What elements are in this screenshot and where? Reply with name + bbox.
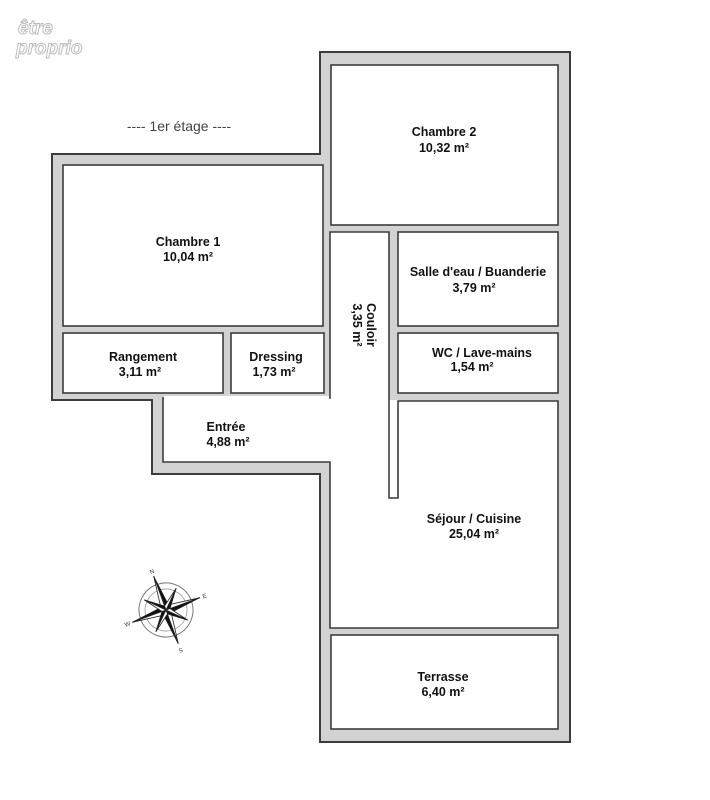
room-area: 10,32 m² [419, 141, 469, 155]
corridor-lower-space [330, 400, 398, 498]
compass-s: S [178, 648, 184, 655]
entry-top-opening [164, 396, 329, 401]
room-terrasse [330, 634, 559, 730]
room-name: Séjour / Cuisine [427, 512, 522, 526]
room-chambre-2 [330, 64, 559, 226]
label-sejour: Séjour / Cuisine 25,04 m² [427, 512, 522, 541]
room-area: 3,11 m² [119, 365, 161, 379]
room-chambre-1 [62, 164, 324, 327]
room-name: Rangement [109, 350, 178, 364]
label-salle-eau: Salle d'eau / Buanderie 3,79 m² [410, 265, 546, 295]
corridor-junction [331, 399, 388, 469]
room-name: Chambre 2 [412, 125, 477, 139]
label-dressing: Dressing 1,73 m² [249, 350, 303, 379]
compass-w: W [124, 621, 132, 629]
compass-rose-icon: N E S W [124, 569, 208, 655]
room-salle-eau [397, 231, 559, 327]
label-rangement: Rangement 3,11 m² [109, 350, 178, 379]
room-area: 3,35 m² [350, 303, 364, 346]
room-name: WC / Lave-mains [432, 346, 532, 360]
room-area: 4,88 m² [206, 435, 249, 449]
room-area: 3,79 m² [452, 281, 495, 295]
level-label: ---- 1er étage ---- [127, 118, 232, 134]
room-name: Terrasse [417, 670, 468, 684]
label-terrasse: Terrasse 6,40 m² [417, 670, 468, 699]
room-dressing [230, 332, 325, 394]
room-area: 1,73 m² [252, 365, 295, 379]
compass-e: E [202, 593, 208, 600]
room-area: 6,40 m² [421, 685, 464, 699]
room-rangement [62, 332, 224, 394]
label-chambre-1: Chambre 1 10,04 m² [156, 235, 221, 264]
room-name: Entrée [207, 420, 246, 434]
room-name: Salle d'eau / Buanderie [410, 265, 546, 279]
logo-line-1: être [18, 18, 53, 39]
label-wc: WC / Lave-mains 1,54 m² [432, 346, 532, 374]
room-name: Dressing [249, 350, 303, 364]
room-area: 10,04 m² [163, 250, 213, 264]
label-entree: Entrée 4,88 m² [206, 420, 249, 449]
brand-logo: être proprio [15, 18, 83, 60]
room-area: 1,54 m² [450, 360, 493, 374]
label-chambre-2: Chambre 2 10,32 m² [412, 125, 477, 155]
room-wc [397, 332, 559, 394]
room-name: Chambre 1 [156, 235, 221, 249]
compass-n: N [149, 569, 155, 576]
label-couloir: Couloir 3,35 m² [350, 303, 378, 347]
room-name: Couloir [364, 303, 378, 347]
room-area: 25,04 m² [449, 527, 499, 541]
logo-line-2: proprio [15, 38, 83, 59]
